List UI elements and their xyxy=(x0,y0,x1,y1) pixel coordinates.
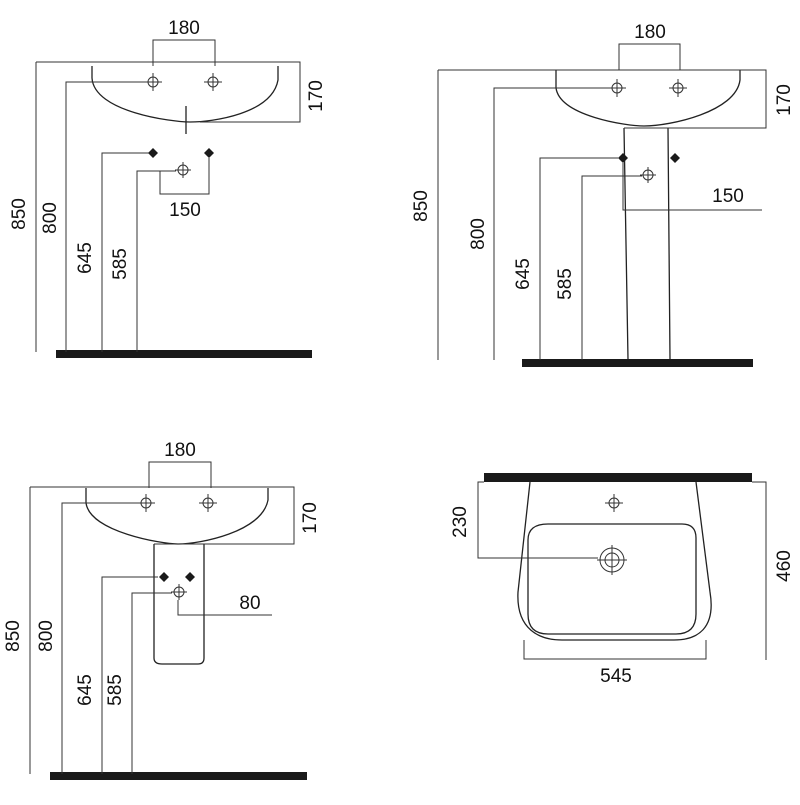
basin-depth-line xyxy=(438,69,767,129)
tap-hole-icon xyxy=(144,73,162,91)
pedestal-outline xyxy=(623,127,671,360)
rim-height-label: 800 xyxy=(36,620,57,652)
supply-height-line xyxy=(539,157,618,360)
rim-height-label: 800 xyxy=(40,202,61,234)
drain-icon xyxy=(597,545,627,575)
tap-hole-icon xyxy=(669,79,687,97)
rim-height-line xyxy=(61,502,139,774)
drain-offset-label: 230 xyxy=(450,506,471,538)
tap-spacing-label: 180 xyxy=(168,18,200,39)
floor-line xyxy=(522,359,753,367)
drain-height-line xyxy=(131,592,172,774)
basin-outer-outline xyxy=(517,481,712,641)
drain-height-line xyxy=(136,170,176,352)
supply-point-icon xyxy=(670,153,680,163)
tap-hole-icon xyxy=(137,494,155,512)
drain-point-icon xyxy=(171,584,187,600)
tap-spacing-bracket xyxy=(618,43,681,70)
basin-outline xyxy=(85,488,269,545)
drain-height-label: 585 xyxy=(555,268,576,300)
tap-hole-icon xyxy=(199,494,217,512)
supply-point-icon xyxy=(185,572,195,582)
basin-depth-label: 170 xyxy=(306,80,327,112)
supply-height-line xyxy=(101,152,152,352)
basin-outline xyxy=(91,66,279,123)
tap-spacing-bracket xyxy=(148,461,212,488)
rim-height-label: 800 xyxy=(468,218,489,250)
outlet-spacing-label: 150 xyxy=(712,186,744,207)
total-height-label: 850 xyxy=(3,620,24,652)
supply-point-icon xyxy=(204,148,214,158)
top-view: 230 460 545 xyxy=(450,473,795,687)
semi-pedestal-outline xyxy=(153,544,205,665)
supply-point-icon xyxy=(159,572,169,582)
basin-bowl-outline xyxy=(527,523,697,635)
supply-height-label: 645 xyxy=(75,674,96,706)
total-height-label: 850 xyxy=(411,190,432,222)
basin-depth-label: 170 xyxy=(774,84,795,116)
supply-point-icon xyxy=(148,148,158,158)
floor-line xyxy=(50,772,307,780)
drain-point-icon xyxy=(175,162,191,178)
outlet-spacing-line xyxy=(622,163,762,211)
rim-height-line xyxy=(493,87,610,360)
semi-pedestal-basin-view: 180 170 850 800 645 585 80 xyxy=(3,440,321,780)
supply-height-label: 645 xyxy=(513,258,534,290)
outlet-spacing-label: 80 xyxy=(239,593,260,614)
depth-line xyxy=(752,481,767,660)
supply-point-icon xyxy=(618,153,628,163)
wall-line xyxy=(484,473,752,482)
wall-basin-view: 180 170 850 800 645 585 150 xyxy=(9,18,327,358)
drain-height-label: 585 xyxy=(105,674,126,706)
tap-hole-icon xyxy=(204,73,222,91)
tap-spacing-bracket xyxy=(152,39,216,66)
drain-offset-line xyxy=(477,481,598,559)
drain-point-icon xyxy=(640,167,656,183)
pedestal-basin-view: 180 170 850 800 645 585 150 xyxy=(411,22,795,367)
supply-height-line xyxy=(101,576,158,774)
tap-spacing-label: 180 xyxy=(634,22,666,43)
tap-hole-icon xyxy=(605,494,623,512)
basin-depth-label: 170 xyxy=(300,502,321,534)
total-height-label: 850 xyxy=(9,198,30,230)
basin-outline xyxy=(555,70,741,127)
tap-spacing-label: 180 xyxy=(164,440,196,461)
drain-height-label: 585 xyxy=(110,248,131,280)
supply-height-label: 645 xyxy=(75,242,96,274)
basin-depth-line xyxy=(30,486,295,545)
basin-depth-line xyxy=(36,61,301,123)
outlet-spacing-label: 150 xyxy=(169,200,201,221)
outlet-spacing-line xyxy=(177,600,272,616)
outlet-spacing-bracket xyxy=(159,158,210,195)
tap-hole-icon xyxy=(608,79,626,97)
depth-label: 460 xyxy=(774,550,795,582)
width-label: 545 xyxy=(600,666,632,687)
rim-height-line xyxy=(65,81,146,352)
width-line xyxy=(523,640,707,660)
drain-height-line xyxy=(581,175,642,360)
floor-line xyxy=(56,350,312,358)
